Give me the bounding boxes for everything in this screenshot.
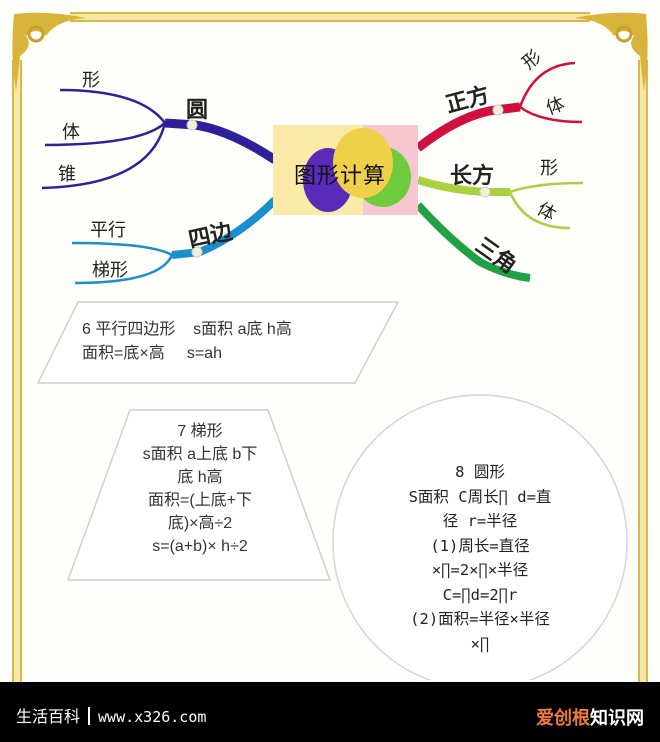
site-url-link[interactable]: www.x326.com — [98, 708, 207, 726]
formula-line: (2)面积=半径×半径 — [410, 610, 550, 628]
page-frame: 图形计算 圆 形 体 锥 四边 平行 梯形 正方 形 体 长方 形 体 三角 6… — [12, 12, 648, 682]
formula-line: (1)周长=直径 — [430, 536, 530, 555]
formula-line: S面积 C周长∏ d=直 — [408, 487, 552, 506]
formula-line: 6 平行四边形 s面积 a底 h高 — [82, 321, 292, 338]
parallelogram-formula: 6 平行四边形 s面积 a底 h高 面积=底×高 s=ah — [82, 318, 292, 366]
branch-label-circle: 圆 — [186, 97, 209, 123]
formula-line: 径 r=半径 — [442, 512, 518, 530]
leaf-label: 形 — [82, 70, 100, 91]
center-node-title: 图形计算 — [294, 164, 387, 189]
formula-line: ×∏=2×∏×半径 — [431, 561, 529, 579]
formula-line: 8 圆形 — [455, 463, 505, 481]
footer-bar: 生活百科 www.x326.com 爱创根知识网 — [0, 682, 660, 742]
center-node-balloons — [273, 125, 418, 215]
gold-border-left — [12, 60, 22, 682]
formula-line: 底)×高÷2 — [167, 515, 233, 532]
ornament-corner-icon — [574, 12, 648, 92]
brand-part1: 爱创根 — [536, 708, 590, 729]
brand-watermark: 爱创根知识网 — [536, 704, 644, 730]
leaf-label: 梯形 — [92, 260, 128, 281]
leaf-label: 平行 — [90, 220, 126, 241]
leaf-label: 锥 — [58, 164, 76, 185]
formula-line: 面积=(上底+下 — [147, 492, 253, 509]
gold-border-top — [70, 12, 590, 22]
footer-site: 生活百科 www.x326.com — [16, 703, 206, 727]
formula-line: s=(a+b)× h÷2 — [152, 538, 248, 555]
gold-border-right — [638, 60, 648, 682]
trapezoid-formula: 7 梯形 s面积 a上底 b下 底 h高 面积=(上底+下 底)×高÷2 s=(… — [100, 420, 300, 558]
formula-line: 底 h高 — [177, 469, 223, 486]
formula-line: s面积 a上底 b下 — [142, 446, 258, 463]
leaf-label: 形 — [540, 158, 558, 179]
separator — [88, 707, 91, 725]
circle-formula: 8 圆形 S面积 C周长∏ d=直 径 r=半径 (1)周长=直径 ×∏=2×∏… — [360, 460, 600, 656]
mindmap-branches — [41, 61, 584, 285]
formula-line: C=∏d=2∏r — [442, 585, 518, 604]
leaf-label: 体 — [62, 122, 80, 143]
site-name: 生活百科 — [16, 707, 81, 726]
branch-label-rect: 长方 — [450, 163, 495, 189]
ornament-corner-icon — [12, 12, 86, 92]
formula-shapes — [36, 301, 628, 680]
formula-line: 7 梯形 — [177, 423, 223, 440]
brand-part2: 知识网 — [590, 708, 644, 729]
formula-line: 面积=底×高 s=ah — [82, 345, 223, 362]
formula-line: ×∏ — [470, 634, 490, 653]
